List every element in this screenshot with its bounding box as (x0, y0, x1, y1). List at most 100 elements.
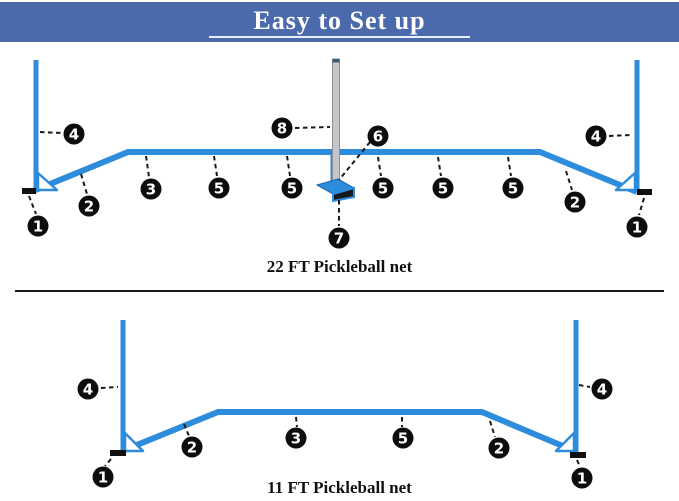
part-marker-4: 4 (578, 378, 613, 400)
marker-number: 4 (597, 381, 607, 399)
marker-leader-line (28, 195, 37, 215)
banner-title: Easy to Set up (253, 6, 426, 35)
left-ground-stake (22, 188, 36, 194)
marker-leader-line (638, 197, 645, 216)
marker-circle (585, 125, 607, 147)
part-marker-6: 6 (338, 125, 389, 181)
marker-number: 5 (438, 180, 448, 198)
marker-leader-line (437, 156, 442, 177)
part-marker-4: 4 (39, 123, 85, 145)
marker-circle (78, 195, 100, 217)
marker-circle (181, 436, 203, 458)
part-marker-5: 5 (502, 156, 524, 199)
marker-circle (281, 177, 303, 199)
marker-circle (328, 227, 350, 249)
marker-leader-line (294, 126, 331, 129)
marker-number: 1 (577, 470, 587, 488)
marker-circle (208, 177, 230, 199)
left-corner-brace (36, 171, 59, 192)
part-marker-2: 2 (564, 170, 586, 213)
part-marker-5: 5 (281, 155, 303, 199)
marker-number: 3 (146, 181, 156, 199)
marker-leader-line (100, 386, 119, 389)
net-frame-22ft (22, 58, 652, 203)
part-marker-2: 2 (181, 423, 203, 458)
part-marker-3: 3 (140, 155, 162, 200)
marker-number: 1 (98, 469, 108, 487)
markers-11ft: 4 1 2 3 5 2 4 1 (77, 378, 613, 489)
marker-circle (502, 177, 524, 199)
part-marker-4: 4 (585, 125, 632, 147)
marker-number: 2 (570, 194, 580, 212)
marker-circle (626, 216, 648, 238)
part-marker-5: 5 (372, 156, 394, 199)
part-marker-5: 5 (392, 417, 414, 449)
marker-leader-line (489, 420, 496, 438)
marker-circle (77, 378, 99, 400)
marker-circle (432, 177, 454, 199)
marker-leader-line (578, 384, 591, 388)
marker-leader-line (507, 156, 512, 177)
marker-number: 5 (287, 180, 297, 198)
marker-circle (140, 178, 162, 200)
part-marker-2: 2 (78, 173, 100, 217)
marker-circle (392, 427, 414, 449)
marker-leader-line (104, 458, 112, 467)
marker-leader-line (576, 459, 581, 468)
part-marker-2: 2 (488, 420, 510, 459)
marker-number: 3 (291, 430, 301, 448)
marker-circle (271, 117, 293, 139)
marker-number: 2 (494, 440, 504, 458)
marker-leader-line (80, 173, 88, 195)
marker-leader-line (286, 155, 291, 177)
marker-number: 4 (591, 128, 601, 146)
part-marker-1: 1 (92, 458, 114, 488)
marker-number: 5 (508, 180, 518, 198)
marker-leader-line (608, 134, 632, 137)
marker-number: 5 (398, 430, 408, 448)
part-marker-5: 5 (208, 155, 230, 199)
marker-number: 2 (84, 198, 94, 216)
marker-circle (92, 466, 114, 488)
part-marker-5: 5 (432, 156, 454, 199)
center-pole (332, 58, 340, 188)
part-marker-1: 1 (571, 459, 593, 489)
marker-number: 6 (373, 128, 383, 146)
center-pole-cap (332, 59, 340, 63)
marker-number: 1 (632, 219, 642, 237)
part-marker-4: 4 (77, 378, 119, 400)
marker-circle (488, 437, 510, 459)
marker-leader-line (213, 155, 218, 177)
left-ground-stake (110, 450, 126, 456)
center-base-front (332, 186, 355, 203)
part-marker-1: 1 (27, 195, 49, 237)
net-frame-11ft (110, 320, 586, 458)
marker-leader-line (565, 170, 573, 191)
marker-circle (285, 427, 307, 449)
net-22ft-label: 22 FT Pickleball net (266, 257, 413, 276)
marker-number: 1 (33, 218, 43, 236)
marker-leader-line (183, 423, 190, 437)
marker-number: 5 (378, 180, 388, 198)
part-marker-3: 3 (285, 416, 307, 449)
part-marker-8: 8 (271, 117, 331, 139)
marker-circle (63, 123, 85, 145)
markers-22ft: 4 1 2 3 5 5 8 6 7 5 5 5 2 4 1 (27, 117, 648, 249)
marker-number: 4 (69, 126, 79, 144)
banner-title-underline (209, 36, 470, 38)
part-marker-7: 7 (328, 200, 350, 249)
left-corner-brace (123, 431, 145, 453)
right-ground-stake (637, 189, 652, 195)
marker-circle (571, 467, 593, 489)
marker-circle (367, 125, 389, 147)
part-marker-1: 1 (626, 197, 648, 238)
marker-circle (372, 177, 394, 199)
marker-leader-line (377, 156, 382, 177)
marker-number: 7 (334, 230, 344, 248)
right-corner-brace (554, 431, 576, 453)
net-11ft-label: 11 FT Pickleball net (267, 478, 412, 497)
marker-number: 2 (187, 439, 197, 457)
marker-number: 5 (214, 180, 224, 198)
